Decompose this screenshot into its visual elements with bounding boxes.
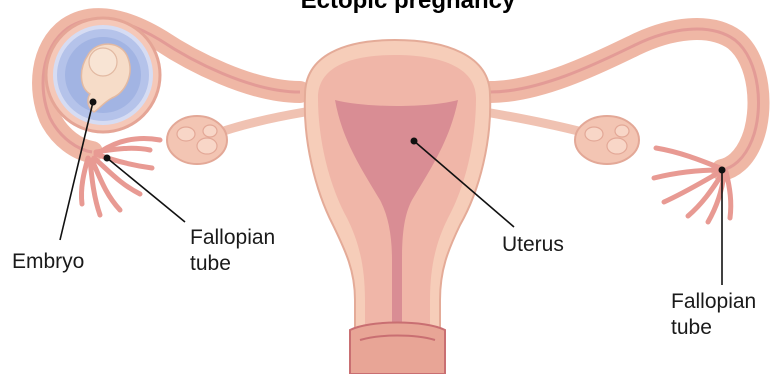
label-embryo: Embryo (12, 250, 84, 273)
left-ovary (167, 116, 227, 164)
right-fimbriae (654, 148, 731, 222)
right-ovary (575, 116, 639, 164)
right-ligament (485, 112, 590, 134)
label-uterus: Uterus (502, 233, 564, 256)
label-fallopian-left-2: tube (190, 252, 231, 275)
diagram-title: Ectopic pregnancy (301, 0, 516, 14)
label-fallopian-left-1: Fallopian (190, 226, 275, 249)
uterus (305, 40, 490, 374)
label-fallopian-right-2: tube (671, 316, 712, 339)
left-ligament (215, 112, 305, 134)
label-fallopian-right-1: Fallopian (671, 290, 756, 313)
